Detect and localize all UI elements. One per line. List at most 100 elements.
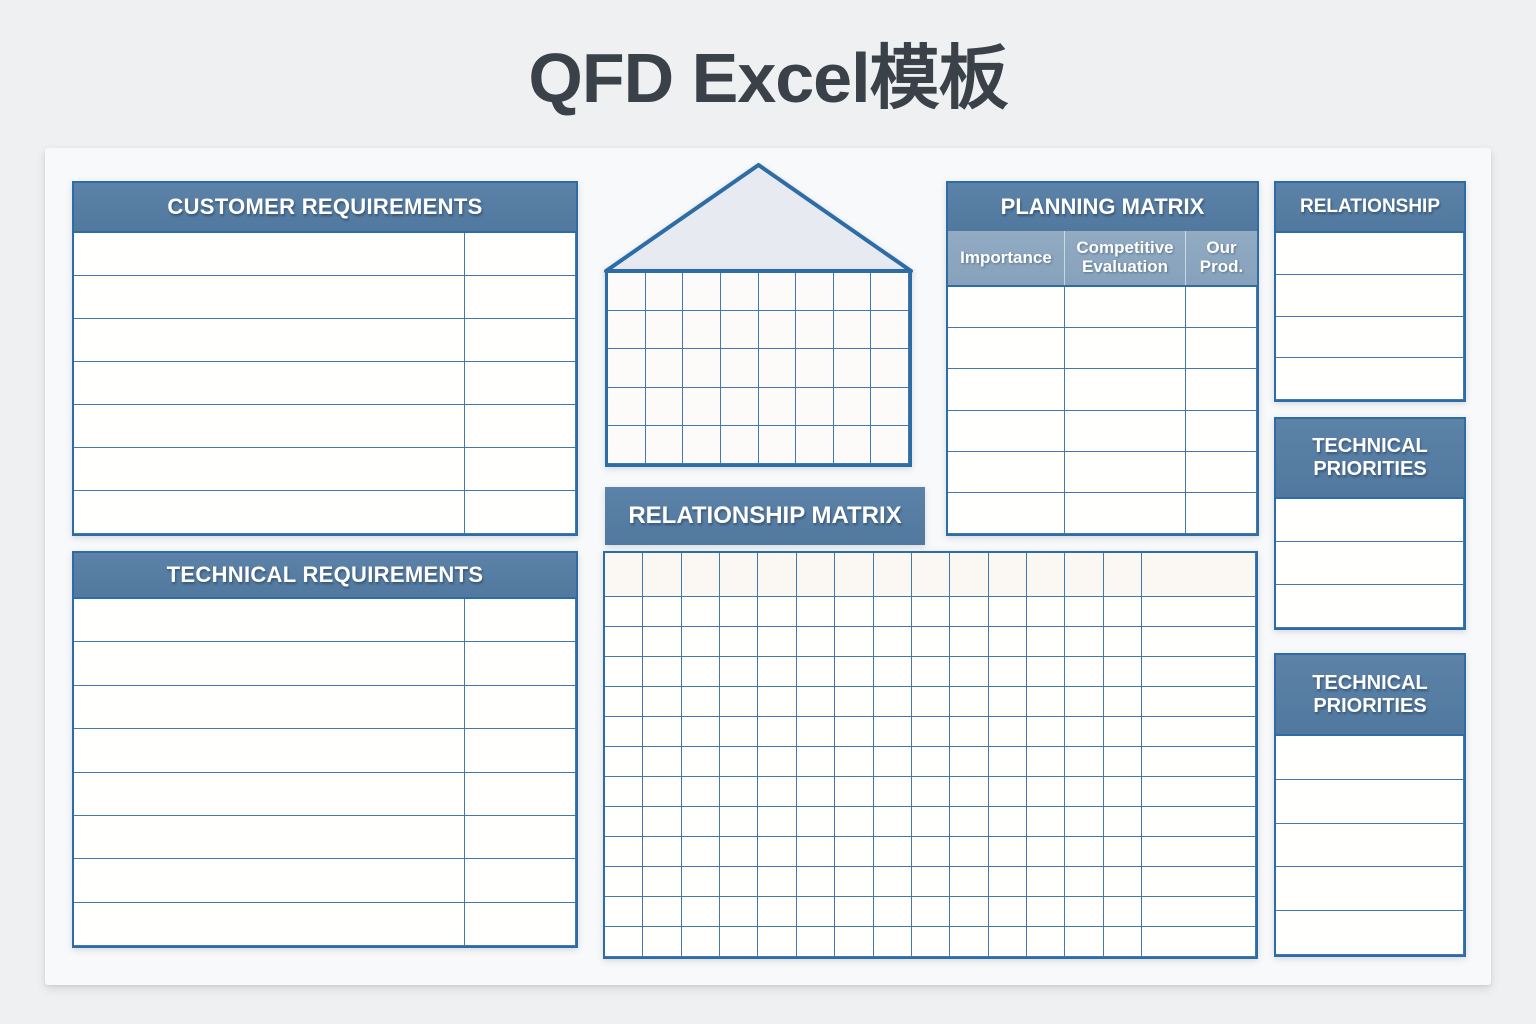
grid-cell[interactable] [758,927,797,957]
grid-cell[interactable] [643,837,682,867]
grid-cell[interactable] [950,687,989,717]
grid-cell[interactable] [1142,553,1256,597]
grid-cell[interactable] [1276,499,1464,542]
grid-cell[interactable] [605,597,644,627]
grid-cell[interactable] [873,807,912,837]
grid-cell[interactable] [681,897,721,927]
grid-cell[interactable] [873,837,912,867]
grid-cell[interactable] [796,425,834,464]
grid-cell[interactable] [645,387,684,426]
grid-cell[interactable] [1065,717,1104,747]
grid-cell[interactable] [758,425,797,464]
grid-cell[interactable] [835,747,874,777]
grid-cell[interactable] [948,287,1065,329]
grid-cell[interactable] [74,902,465,946]
grid-cell[interactable] [873,553,912,597]
grid-cell[interactable] [74,491,465,534]
grid-cell[interactable] [1276,358,1464,400]
grid-cell[interactable] [1142,747,1256,777]
grid-cell[interactable] [758,349,797,388]
grid-cell[interactable] [1065,777,1104,807]
grid-cell[interactable] [720,597,759,627]
grid-cell[interactable] [911,627,951,657]
grid-cell[interactable] [948,492,1065,534]
grid-cell[interactable] [1065,627,1104,657]
grid-cell[interactable] [911,927,951,957]
grid-cell[interactable] [720,425,759,464]
grid-cell[interactable] [1142,867,1256,897]
grid-cell[interactable] [720,387,759,426]
grid-cell[interactable] [605,777,644,807]
grid-cell[interactable] [948,451,1065,493]
grid-cell[interactable] [1186,369,1257,411]
grid-cell[interactable] [720,837,759,867]
grid-cell[interactable] [988,747,1027,777]
grid-cell[interactable] [720,311,759,350]
grid-cell[interactable] [465,405,576,448]
grid-cell[interactable] [950,897,989,927]
grid-cell[interactable] [835,837,874,867]
grid-cell[interactable] [720,867,759,897]
grid-cell[interactable] [833,349,872,388]
grid-cell[interactable] [871,425,909,464]
grid-cell[interactable] [758,687,797,717]
grid-cell[interactable] [950,777,989,807]
grid-cell[interactable] [835,717,874,747]
grid-cell[interactable] [720,807,759,837]
grid-cell[interactable] [681,867,721,897]
grid-cell[interactable] [681,927,721,957]
grid-cell[interactable] [645,273,684,312]
grid-cell[interactable] [950,597,989,627]
grid-cell[interactable] [1186,287,1257,329]
grid-cell[interactable] [643,777,682,807]
grid-cell[interactable] [720,927,759,957]
grid-cell[interactable] [720,747,759,777]
grid-cell[interactable] [758,807,797,837]
grid-cell[interactable] [643,553,682,597]
grid-cell[interactable] [950,837,989,867]
grid-cell[interactable] [1103,807,1142,837]
grid-cell[interactable] [465,233,576,276]
grid-cell[interactable] [835,553,874,597]
grid-cell[interactable] [605,553,644,597]
grid-cell[interactable] [1276,779,1464,824]
grid-cell[interactable] [950,927,989,957]
grid-cell[interactable] [1103,777,1142,807]
grid-cell[interactable] [796,273,834,312]
grid-cell[interactable] [988,927,1027,957]
grid-cell[interactable] [833,387,872,426]
grid-cell[interactable] [1065,687,1104,717]
grid-cell[interactable] [796,747,836,777]
grid-cell[interactable] [1065,328,1186,370]
grid-cell[interactable] [796,553,836,597]
grid-cell[interactable] [1142,927,1256,957]
grid-cell[interactable] [1026,867,1066,897]
grid-cell[interactable] [796,311,834,350]
grid-cell[interactable] [74,729,465,773]
grid-cell[interactable] [643,897,682,927]
grid-cell[interactable] [1142,687,1256,717]
grid-cell[interactable] [871,311,909,350]
grid-cell[interactable] [911,687,951,717]
grid-cell[interactable] [796,687,836,717]
grid-cell[interactable] [948,410,1065,452]
grid-cell[interactable] [1276,585,1464,628]
grid-cell[interactable] [1103,687,1142,717]
grid-cell[interactable] [1142,837,1256,867]
grid-cell[interactable] [873,927,912,957]
grid-cell[interactable] [1186,410,1257,452]
grid-cell[interactable] [643,657,682,687]
grid-cell[interactable] [465,599,576,643]
grid-cell[interactable] [796,777,836,807]
grid-cell[interactable] [911,717,951,747]
grid-cell[interactable] [796,867,836,897]
grid-cell[interactable] [465,685,576,730]
grid-cell[interactable] [871,349,909,388]
grid-cell[interactable] [758,837,797,867]
grid-cell[interactable] [911,867,951,897]
grid-cell[interactable] [1065,747,1104,777]
grid-cell[interactable] [74,815,465,860]
grid-cell[interactable] [796,807,836,837]
grid-cell[interactable] [720,657,759,687]
grid-cell[interactable] [1026,597,1066,627]
